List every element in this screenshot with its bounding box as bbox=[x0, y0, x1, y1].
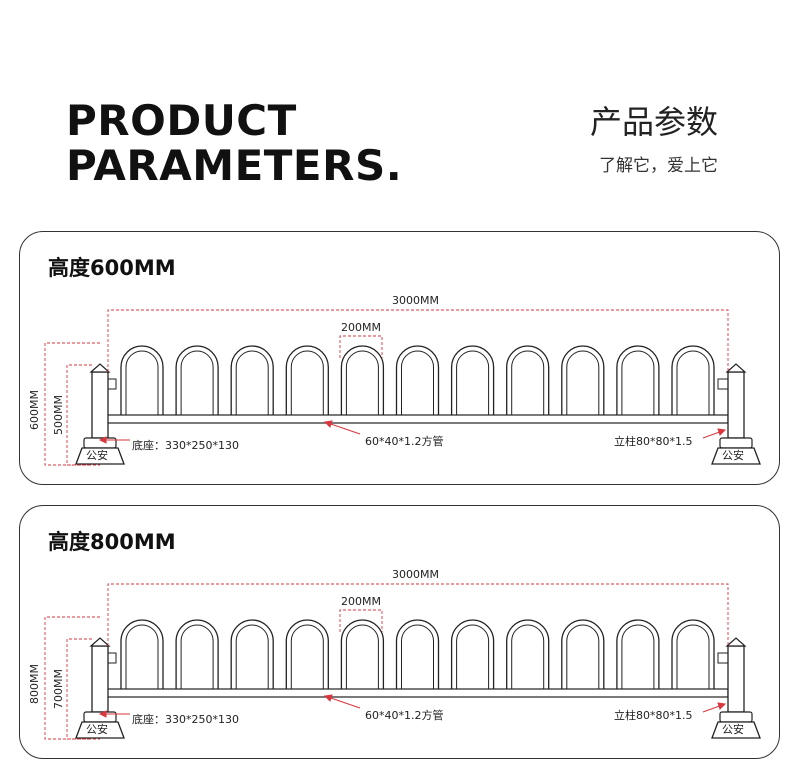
arch-picket bbox=[230, 619, 274, 690]
arch-picket-inner bbox=[125, 350, 159, 416]
arch-picket bbox=[506, 619, 550, 690]
arch-picket bbox=[450, 619, 495, 690]
spacing-label: 200MM bbox=[341, 321, 381, 334]
leader-lines bbox=[98, 694, 727, 718]
arch-picket bbox=[285, 345, 329, 416]
length-label: 3000MM bbox=[392, 294, 439, 307]
left-post bbox=[75, 363, 125, 465]
tube-size-label: 60*40*1.2方管 bbox=[365, 708, 444, 722]
arch-picket-inner bbox=[290, 350, 324, 416]
fence-diagram: 3000MM 200MM 800MM 700MM 底座：330*250*130 … bbox=[28, 568, 761, 740]
arch-picket-inner bbox=[345, 350, 379, 416]
spec-panel-800: 高度800MM bbox=[19, 505, 780, 759]
fence-drawing bbox=[75, 345, 761, 465]
post-size-label: 立柱80*80*1.5 bbox=[614, 434, 693, 448]
arch-picket-inner bbox=[621, 624, 655, 690]
base-size-label: 底座：330*250*130 bbox=[132, 712, 239, 726]
right-base-stamp: 公安 bbox=[722, 722, 744, 736]
total-height-label: 800MM bbox=[28, 664, 41, 704]
arch-picket bbox=[671, 345, 715, 416]
arch-picket-inner bbox=[456, 624, 490, 690]
arch-picket bbox=[450, 345, 495, 416]
inner-height-label: 700MM bbox=[52, 669, 65, 709]
arch-picket-inner bbox=[235, 624, 269, 690]
arch-picket-inner bbox=[235, 350, 269, 416]
post-size-label: 立柱80*80*1.5 bbox=[614, 708, 693, 722]
arch-picket-inner bbox=[125, 624, 159, 690]
arch-picket-inner bbox=[621, 350, 655, 416]
arch-picket bbox=[561, 345, 605, 416]
length-label: 3000MM bbox=[392, 568, 439, 581]
title-line-2: PARAMETERS. bbox=[66, 141, 403, 190]
spacing-label: 200MM bbox=[341, 595, 381, 608]
arch-picket-inner bbox=[676, 624, 710, 690]
arch-picket-inner bbox=[180, 624, 214, 690]
right-connector bbox=[717, 652, 729, 664]
page-title-cn: 产品参数 了解它，爱上它 bbox=[590, 100, 718, 178]
fence-diagram: 3000MM 200MM 600MM 500MM 底座：330*250*130 … bbox=[28, 294, 761, 466]
arch-picket bbox=[120, 619, 164, 690]
arch-picket bbox=[671, 619, 715, 690]
arch-picket bbox=[395, 619, 440, 690]
arch-picket bbox=[175, 619, 219, 690]
title-cn-main: 产品参数 bbox=[589, 103, 718, 141]
arch-picket-inner bbox=[401, 350, 434, 416]
arch-picket-inner bbox=[566, 624, 600, 690]
arch-picket bbox=[230, 345, 274, 416]
arches bbox=[120, 345, 715, 416]
right-post bbox=[711, 363, 761, 465]
right-post bbox=[711, 637, 761, 739]
arch-picket bbox=[285, 619, 329, 690]
dimension-lines bbox=[44, 309, 729, 466]
title-line-1: PRODUCT bbox=[66, 96, 297, 145]
arch-picket bbox=[616, 619, 660, 690]
arch-picket-inner bbox=[456, 350, 490, 416]
total-height-label: 600MM bbox=[28, 390, 41, 430]
arch-picket-inner bbox=[566, 350, 600, 416]
bottom-rail bbox=[105, 688, 729, 698]
arch-picket-inner bbox=[511, 350, 545, 416]
fence-drawing bbox=[75, 619, 761, 739]
arch-picket-inner bbox=[180, 350, 214, 416]
arch-picket-inner bbox=[290, 624, 324, 690]
bottom-rail bbox=[105, 414, 729, 424]
leader-lines bbox=[98, 420, 727, 444]
arch-picket-inner bbox=[511, 624, 545, 690]
arch-picket bbox=[120, 345, 164, 416]
arch-picket bbox=[175, 345, 219, 416]
right-base-stamp: 公安 bbox=[722, 448, 744, 462]
base-size-label: 底座：330*250*130 bbox=[132, 438, 239, 452]
title-cn-subtitle: 了解它，爱上它 bbox=[599, 156, 718, 176]
dimension-lines bbox=[44, 583, 729, 740]
arch-picket bbox=[395, 345, 440, 416]
arch-picket-inner bbox=[401, 624, 434, 690]
right-connector bbox=[717, 378, 729, 390]
arch-picket-inner bbox=[345, 624, 379, 690]
panel-height-title: 高度800MM bbox=[48, 530, 176, 554]
spec-panel-600: 高度600MM bbox=[19, 231, 780, 485]
inner-height-label: 500MM bbox=[52, 395, 65, 435]
panel-height-title: 高度600MM bbox=[48, 256, 176, 280]
arch-picket-inner bbox=[676, 350, 710, 416]
arch-picket bbox=[340, 619, 385, 690]
arch-picket bbox=[506, 345, 550, 416]
arch-picket bbox=[616, 345, 660, 416]
page-title-en: PRODUCT PARAMETERS. bbox=[66, 98, 402, 188]
left-base-stamp: 公安 bbox=[86, 448, 108, 462]
left-base-stamp: 公安 bbox=[86, 722, 108, 736]
tube-size-label: 60*40*1.2方管 bbox=[365, 434, 444, 448]
arches bbox=[120, 619, 715, 690]
arch-picket bbox=[561, 619, 605, 690]
arch-picket bbox=[340, 345, 385, 416]
